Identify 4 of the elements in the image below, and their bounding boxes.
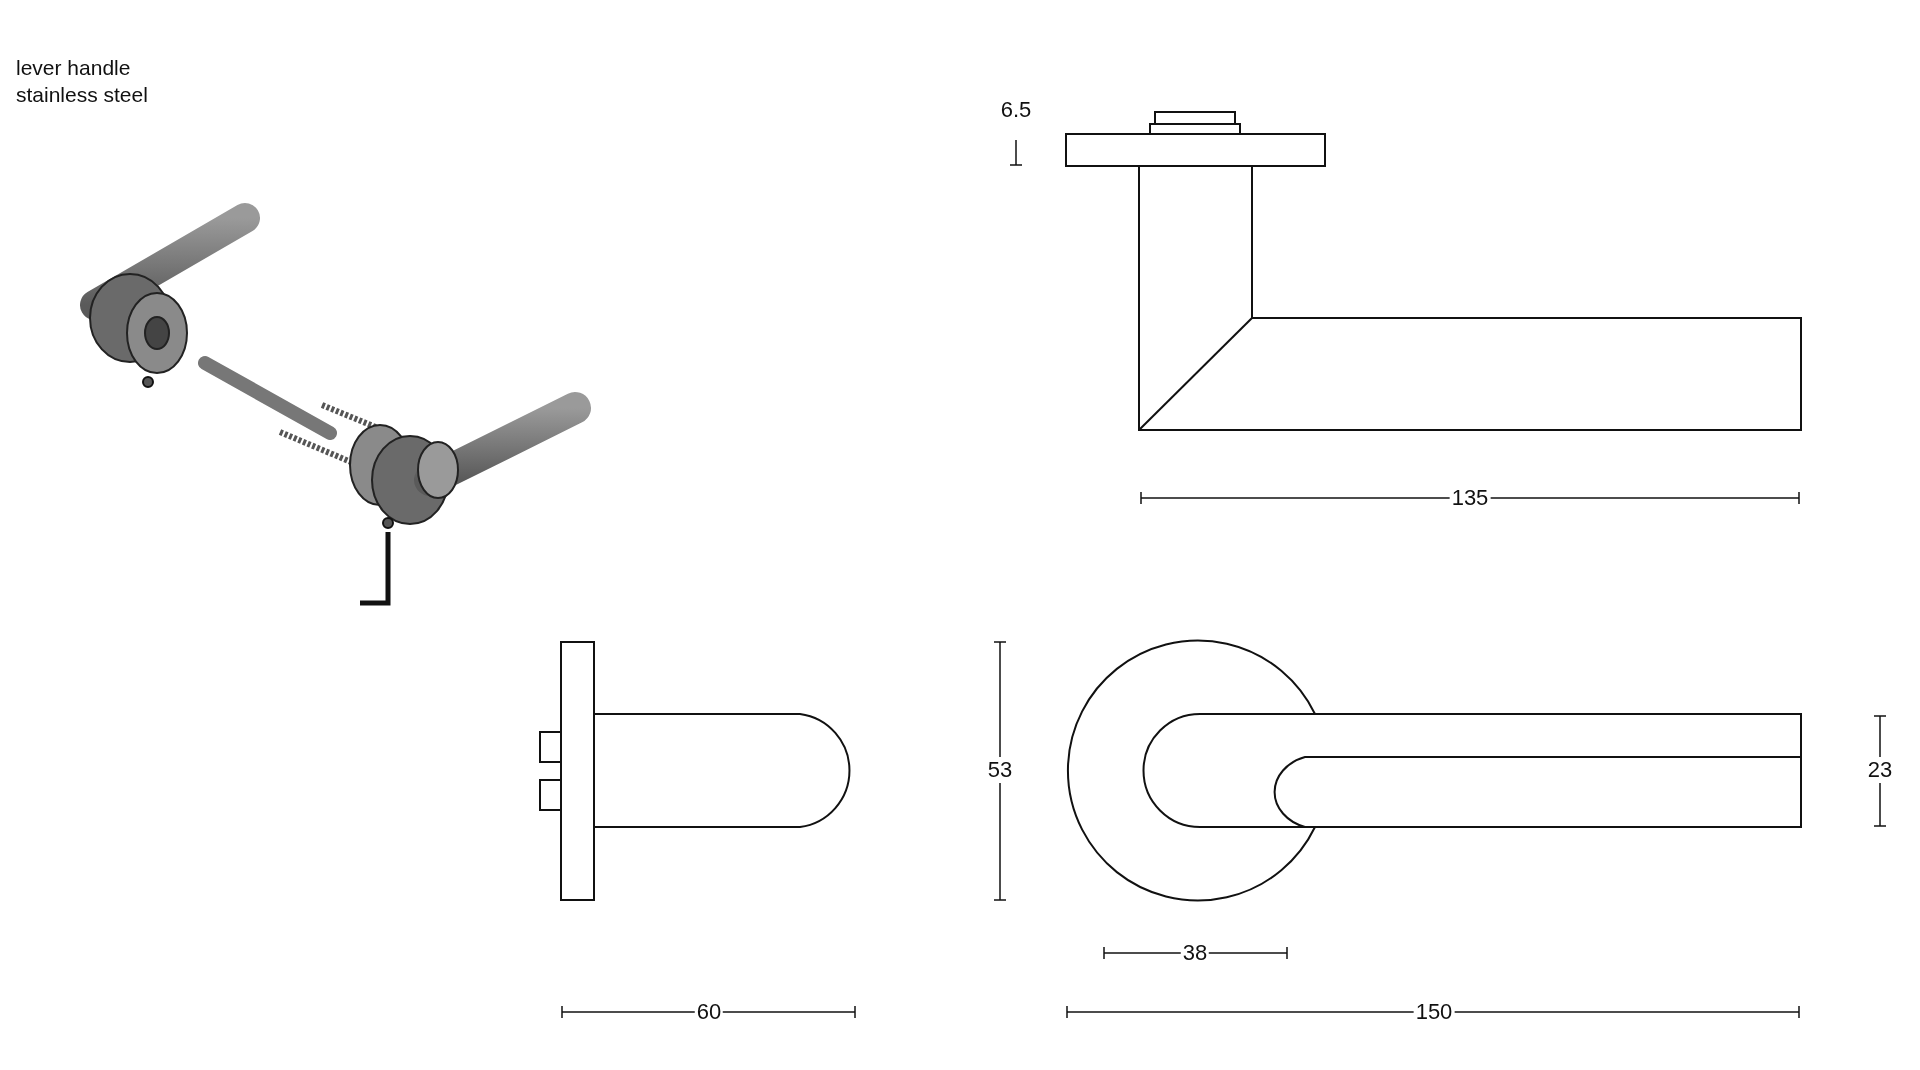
product-description: lever handle bbox=[16, 56, 131, 80]
dimension-label: 23 bbox=[1865, 757, 1895, 783]
dimension-label: 53 bbox=[985, 757, 1015, 783]
material-note: stainless steel bbox=[16, 83, 148, 107]
